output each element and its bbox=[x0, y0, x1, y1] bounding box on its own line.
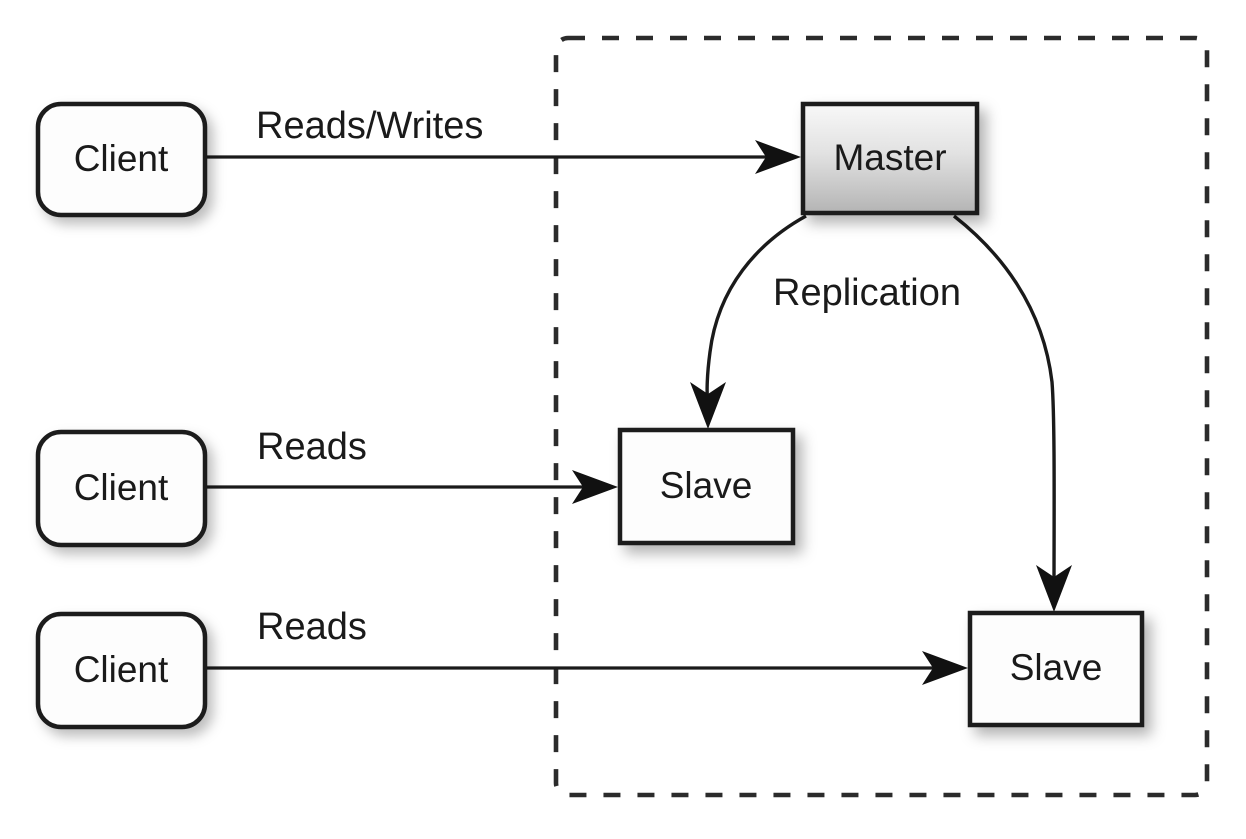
edge-master-to-slave1 bbox=[690, 214, 807, 429]
arrowhead-client2-slave1 bbox=[572, 470, 618, 504]
arrowhead-master-slave1 bbox=[690, 382, 726, 429]
edge-label-reads-writes: Reads/Writes bbox=[256, 105, 483, 147]
client-3-box[interactable] bbox=[35, 611, 208, 730]
edge-curve-master-slave1 bbox=[705, 214, 807, 410]
client-2-box[interactable] bbox=[35, 429, 208, 548]
edge-label-replication: Replication bbox=[773, 272, 961, 314]
slave-2-label: Slave bbox=[1010, 647, 1103, 688]
master-label: Master bbox=[833, 137, 946, 178]
slave-2-box[interactable] bbox=[967, 610, 1145, 728]
edge-label-reads-slave1: Reads bbox=[257, 426, 367, 468]
client-2-label: Client bbox=[74, 467, 169, 508]
node-slave-2[interactable]: Slave bbox=[967, 610, 1145, 728]
client-1-box[interactable] bbox=[35, 101, 208, 218]
master-box[interactable] bbox=[800, 101, 980, 216]
arrowhead-client3-slave2 bbox=[922, 651, 968, 685]
edge-client1-to-master bbox=[205, 140, 801, 174]
node-client-3[interactable]: Client bbox=[35, 611, 208, 730]
client-3-label: Client bbox=[74, 649, 169, 690]
database-cluster-boundary bbox=[553, 35, 1210, 798]
edge-master-to-slave2 bbox=[952, 214, 1072, 612]
arrowhead-master-slave2 bbox=[1036, 565, 1072, 612]
edge-curve-master-slave2 bbox=[952, 214, 1056, 593]
node-client-2[interactable]: Client bbox=[35, 429, 208, 548]
edge-client2-to-slave1 bbox=[205, 470, 618, 504]
slave-1-label: Slave bbox=[660, 465, 753, 506]
edge-client3-to-slave2 bbox=[205, 651, 968, 685]
slave-1-box[interactable] bbox=[617, 427, 796, 546]
arrowhead-client1-master bbox=[755, 140, 801, 174]
client-1-label: Client bbox=[74, 138, 169, 179]
node-slave-1[interactable]: Slave bbox=[617, 427, 796, 546]
edge-label-reads-slave2: Reads bbox=[257, 606, 367, 648]
node-client-1[interactable]: Client bbox=[35, 101, 208, 218]
node-master[interactable]: Master bbox=[800, 101, 980, 216]
